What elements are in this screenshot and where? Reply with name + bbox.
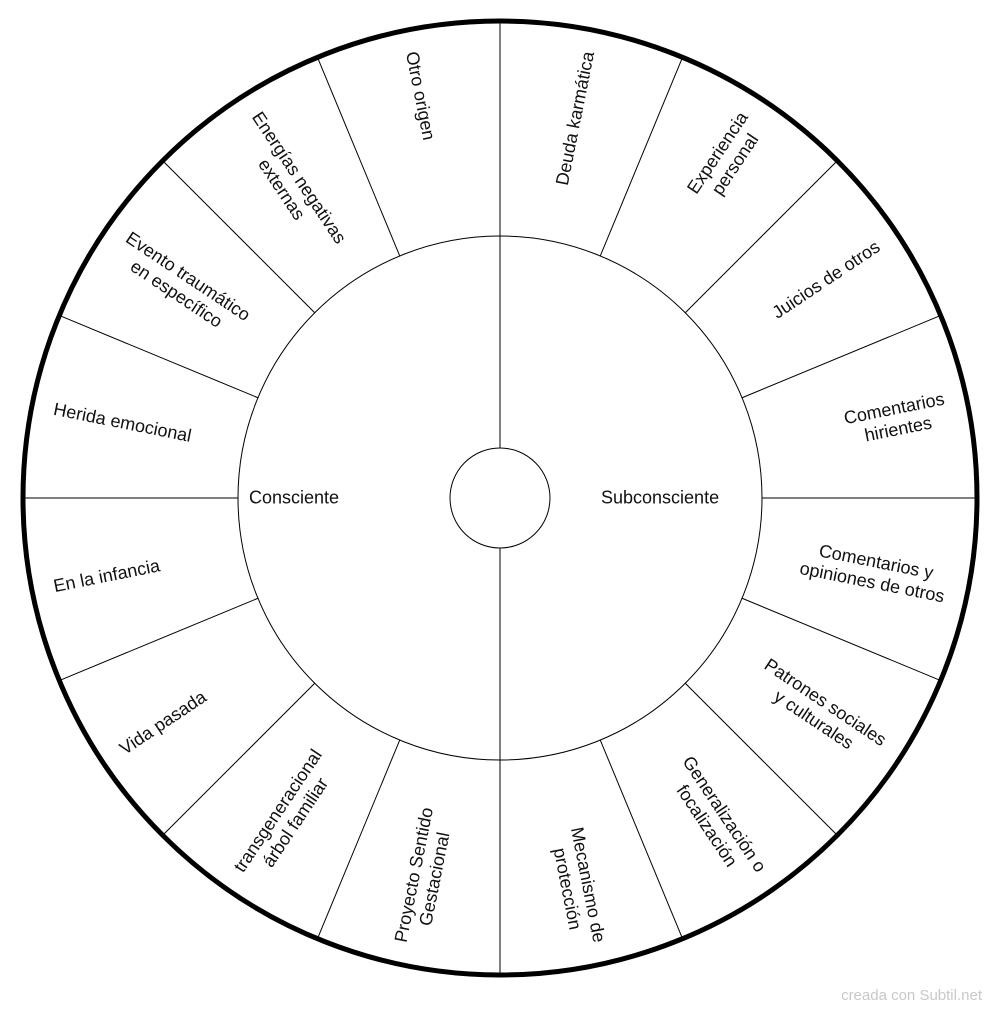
segment-divider <box>599 739 684 939</box>
segment-divider <box>741 314 941 399</box>
label-consciente: Consciente <box>249 487 340 508</box>
segment-divider <box>684 160 838 314</box>
segment-divider <box>59 597 259 682</box>
footer-credit: creada con Subtil.net <box>841 987 982 1004</box>
segment-divider <box>684 682 838 836</box>
segment-divider <box>162 160 316 314</box>
segment-divider <box>59 314 259 399</box>
label-subconsciente: Subconsciente <box>601 487 720 508</box>
hub-circle <box>449 447 551 549</box>
segment-divider <box>316 739 401 939</box>
segment-divider <box>741 597 941 682</box>
inner-circle <box>237 235 763 761</box>
segment-divider <box>316 57 401 257</box>
outer-ring <box>20 18 980 978</box>
segment-divider <box>162 682 316 836</box>
segment-divider <box>599 57 684 257</box>
